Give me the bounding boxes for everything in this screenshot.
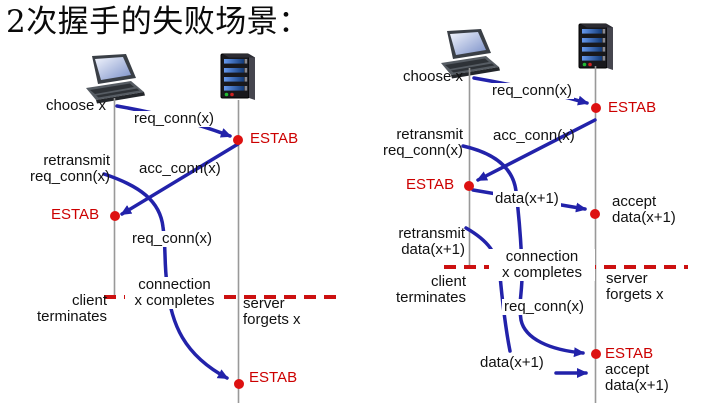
right-client-terminates-line1: client	[430, 273, 466, 290]
right-late-accept-data-label: accept data(x+1)	[605, 362, 669, 394]
right-retransmitted-data-curve	[464, 226, 512, 353]
right-client-estab-label: ESTAB	[406, 176, 455, 193]
right-late-estab-dot	[591, 349, 601, 359]
right-acc-conn-label: acc_conn(x)	[493, 127, 575, 144]
right-client-estab-dot	[464, 181, 474, 191]
left-server-estab-label: ESTAB	[250, 130, 299, 147]
left-client-terminates-line1: client	[71, 292, 107, 309]
right-retransmitted-data-label: data(x+1)	[478, 354, 546, 371]
left-late-estab-dot	[234, 379, 244, 389]
right-choose-x-label: choose x	[402, 68, 463, 85]
right-accept-line1: accept	[612, 193, 657, 210]
right-retransmit-data-line1: retransmit	[398, 225, 465, 242]
right-server-forgets-label: server forgets x	[606, 271, 664, 303]
right-server-estab-label: ESTAB	[608, 99, 657, 116]
right-req-conn-label: req_conn(x)	[490, 82, 575, 99]
left-retransmit-label: retransmit req_conn(x)	[6, 153, 110, 185]
right-accept-line2: data(x+1)	[612, 209, 676, 226]
right-late-accept-line1: accept	[605, 361, 650, 378]
right-acc-conn-arrow	[476, 118, 597, 182]
left-retransmit-line2: req_conn(x)	[29, 168, 110, 185]
left-client-estab-label: ESTAB	[51, 206, 100, 223]
right-connection-line2: x completes	[501, 264, 583, 281]
page-title: 2次握手的失败场景：	[6, 4, 310, 40]
right-connection-line1: connection	[505, 248, 579, 265]
left-late-estab-label: ESTAB	[249, 369, 298, 386]
right-late-accept-line2: data(x+1)	[605, 377, 669, 394]
left-server-forgets-line2: forgets x	[243, 311, 301, 328]
right-retransmit-data-label: retransmit data(x+1)	[385, 226, 465, 258]
left-client-terminates-line2: terminates	[36, 308, 107, 325]
right-retransmit-req-line2: req_conn(x)	[382, 142, 463, 159]
left-connection-line2: x completes	[134, 292, 215, 309]
server-icon	[220, 53, 256, 101]
right-client-terminates-line2: terminates	[395, 289, 466, 306]
left-client-terminates-label: client terminates	[8, 293, 107, 325]
left-connection-line1: connection	[138, 276, 211, 293]
left-retransmitted-req-conn-curve	[102, 172, 229, 380]
right-retransmit-req-line1: retransmit	[396, 126, 463, 143]
right-server-forgets-line1: server	[606, 270, 648, 287]
right-retransmit-data-line2: data(x+1)	[401, 241, 465, 258]
right-server-estab-dot	[591, 103, 601, 113]
right-retransmit-req-conn-label: retransmit req_conn(x)	[382, 127, 463, 159]
left-acc-conn-arrow	[120, 142, 240, 216]
right-accept-data-dot	[590, 209, 600, 219]
left-retransmit-line1: retransmit	[43, 152, 110, 169]
left-connection-completes-label: connection x completes	[125, 277, 224, 309]
right-accept-data-label: accept data(x+1)	[612, 194, 676, 226]
right-client-terminates-label: client terminates	[376, 274, 466, 306]
left-server-forgets-line1: server	[243, 295, 285, 312]
left-server-estab-dot	[233, 135, 243, 145]
right-server-forgets-line2: forgets x	[606, 286, 664, 303]
right-late-estab-label: ESTAB	[605, 345, 654, 362]
right-data-label: data(x+1)	[493, 190, 561, 207]
right-retransmitted-req-conn-label: req_conn(x)	[502, 298, 587, 315]
left-server-forgets-label: server forgets x	[243, 296, 301, 328]
left-req-conn-label: req_conn(x)	[132, 110, 217, 127]
left-choose-x-label: choose x	[45, 97, 106, 114]
left-retransmitted-req-conn-label: req_conn(x)	[130, 230, 215, 247]
server-icon	[578, 23, 614, 71]
left-acc-conn-label: acc_conn(x)	[139, 160, 221, 177]
right-connection-completes-label: connection x completes	[489, 249, 595, 281]
left-client-estab-dot	[110, 211, 120, 221]
